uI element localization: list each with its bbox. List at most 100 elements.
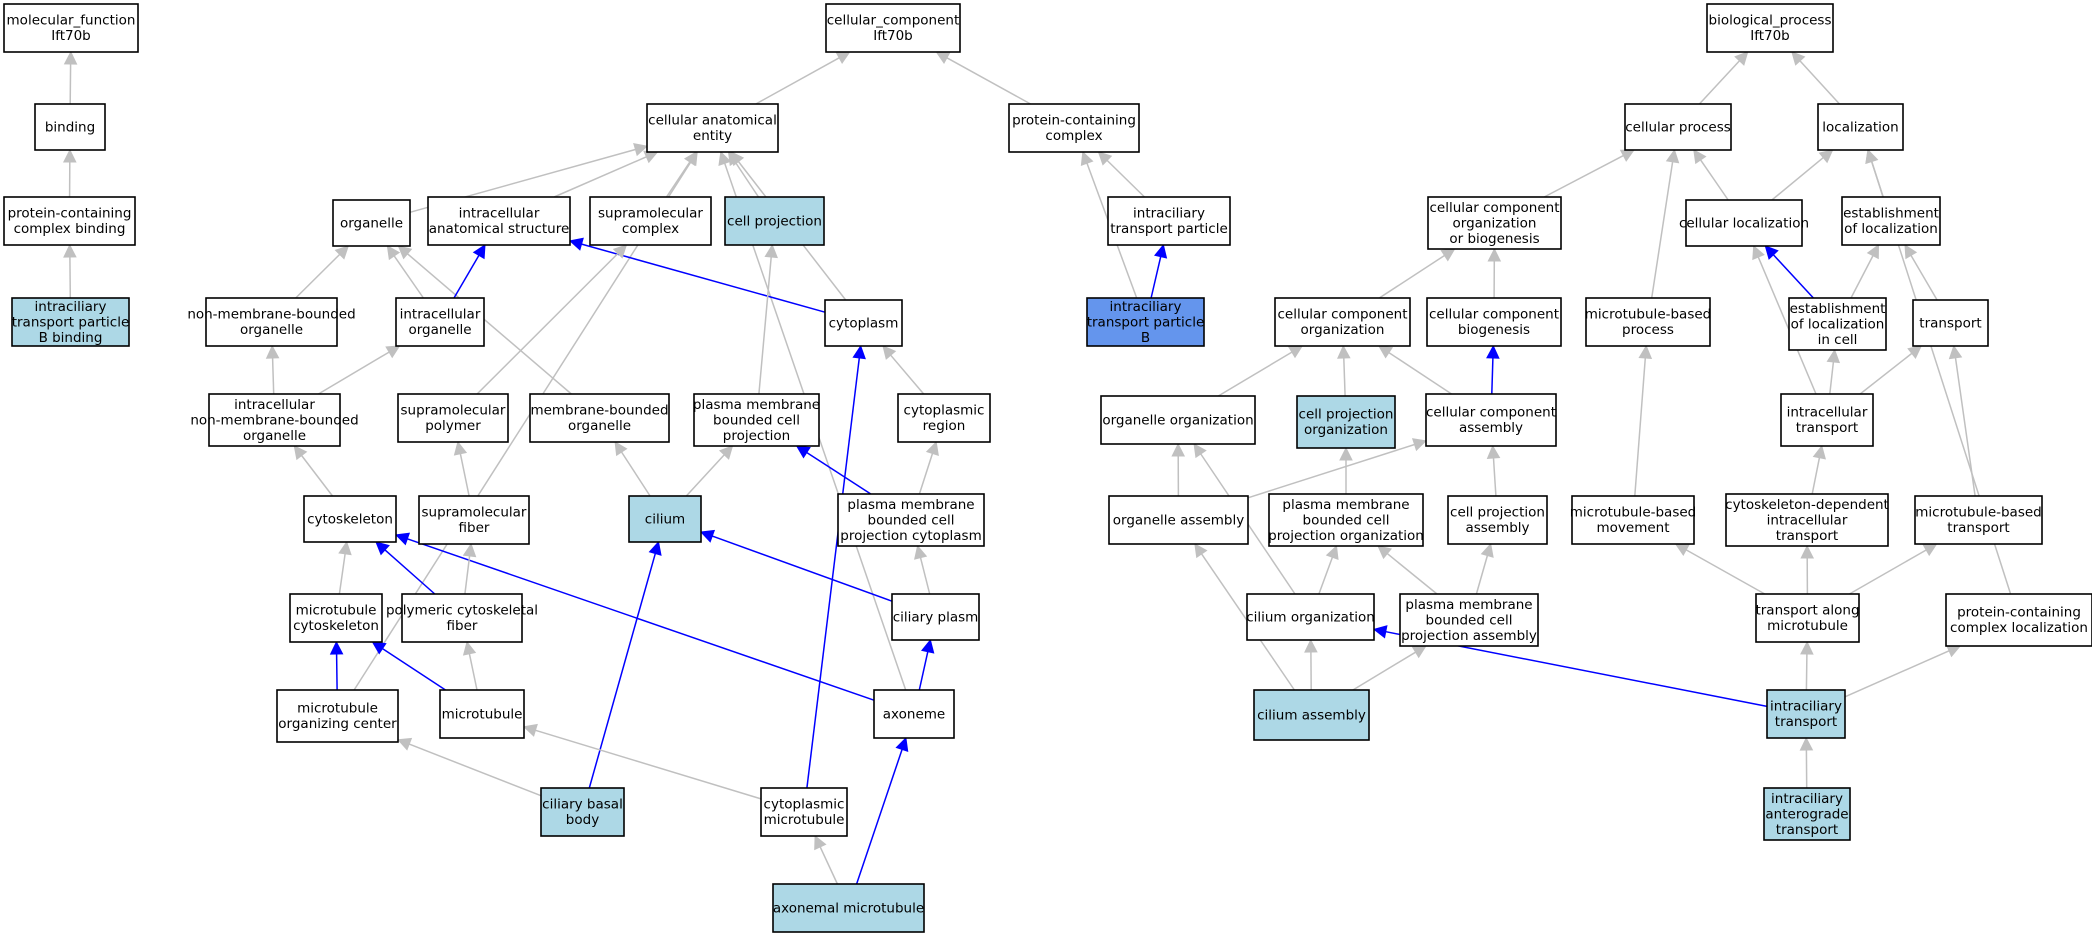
term-node-transport[interactable]: transport xyxy=(1912,299,1989,347)
term-box xyxy=(427,196,571,246)
term-label-line: bounded cell xyxy=(1303,512,1390,528)
edge-mtbt-to-transport xyxy=(1948,344,1976,497)
term-node-cellloc[interactable]: cellular localization xyxy=(1679,199,1809,247)
term-node-cilium[interactable]: cilium xyxy=(628,495,702,543)
term-node-binding[interactable]: binding xyxy=(34,103,106,151)
term-label-line: of localization xyxy=(1791,316,1885,332)
term-label-line: cellular component xyxy=(1429,200,1559,216)
edge-pmbcpa-to-cpa xyxy=(1475,542,1494,595)
term-box xyxy=(1571,495,1695,545)
term-label-line: plasma membrane xyxy=(693,397,820,413)
term-label-line: complex binding xyxy=(14,221,126,237)
term-node-cilplasm[interactable]: ciliary plasm xyxy=(891,593,980,641)
term-node-axmt[interactable]: axonemal microtubule xyxy=(772,883,925,933)
term-node-orgorg[interactable]: organelle organization xyxy=(1100,395,1256,445)
edge-line xyxy=(890,354,925,395)
term-node-inmbo[interactable]: intracellularnon-membrane-boundedorganel… xyxy=(190,393,359,447)
term-label-line: B xyxy=(1141,330,1150,346)
edge-arrowhead xyxy=(882,345,897,360)
term-node-localization[interactable]: localization xyxy=(1817,103,1904,151)
term-node-cellproc[interactable]: cellular process xyxy=(1624,103,1732,151)
term-node-cytoplasm[interactable]: cytoplasm xyxy=(824,299,903,347)
edge-arrowhead xyxy=(925,440,939,457)
edge-arrowhead xyxy=(1194,543,1208,559)
term-box xyxy=(873,689,955,739)
term-node-cilorg[interactable]: cilium organization xyxy=(1246,593,1375,641)
term-node-cdit[interactable]: cytoskeleton-dependentintracellulartrans… xyxy=(1725,493,1889,547)
edge-line xyxy=(946,57,1031,105)
term-node-organelle[interactable]: organelle xyxy=(332,199,411,247)
term-label-line: cytoplasmic xyxy=(764,797,845,813)
term-node-cytoskeleton[interactable]: cytoskeleton xyxy=(303,495,397,543)
term-box xyxy=(1585,297,1711,347)
edge-line xyxy=(1859,352,1913,395)
term-label-line: intracellular xyxy=(1787,405,1868,421)
edge-icat-to-inctrans xyxy=(1799,736,1814,789)
edge-cca-to-ccbio xyxy=(1486,344,1500,395)
edge-line xyxy=(335,653,338,691)
term-label-line: fiber xyxy=(447,618,478,634)
edge-arrowhead xyxy=(1826,348,1841,364)
term-node-axoneme[interactable]: axoneme xyxy=(873,689,955,739)
edge-line xyxy=(1378,254,1445,299)
edge-line xyxy=(393,255,425,299)
term-label-line: molecular_function xyxy=(7,13,136,29)
edge-estlocc-to-cellloc xyxy=(1764,245,1814,299)
edge-arrowhead xyxy=(462,640,477,656)
edge-line xyxy=(1849,549,1927,595)
term-node-orgasm[interactable]: organelle assembly xyxy=(1108,495,1249,545)
edge-line xyxy=(1475,555,1489,595)
edge-arrowhead xyxy=(1339,446,1353,461)
term-node-cilasm[interactable]: cilium assembly xyxy=(1253,689,1370,741)
edge-io-to-organelle xyxy=(386,245,425,299)
edge-line xyxy=(734,161,760,198)
term-node-cellproj[interactable]: cell projection xyxy=(724,196,825,246)
term-box xyxy=(1296,395,1396,449)
term-node-microtubule[interactable]: microtubule xyxy=(439,689,525,739)
term-label-line: intracellular xyxy=(234,397,315,413)
